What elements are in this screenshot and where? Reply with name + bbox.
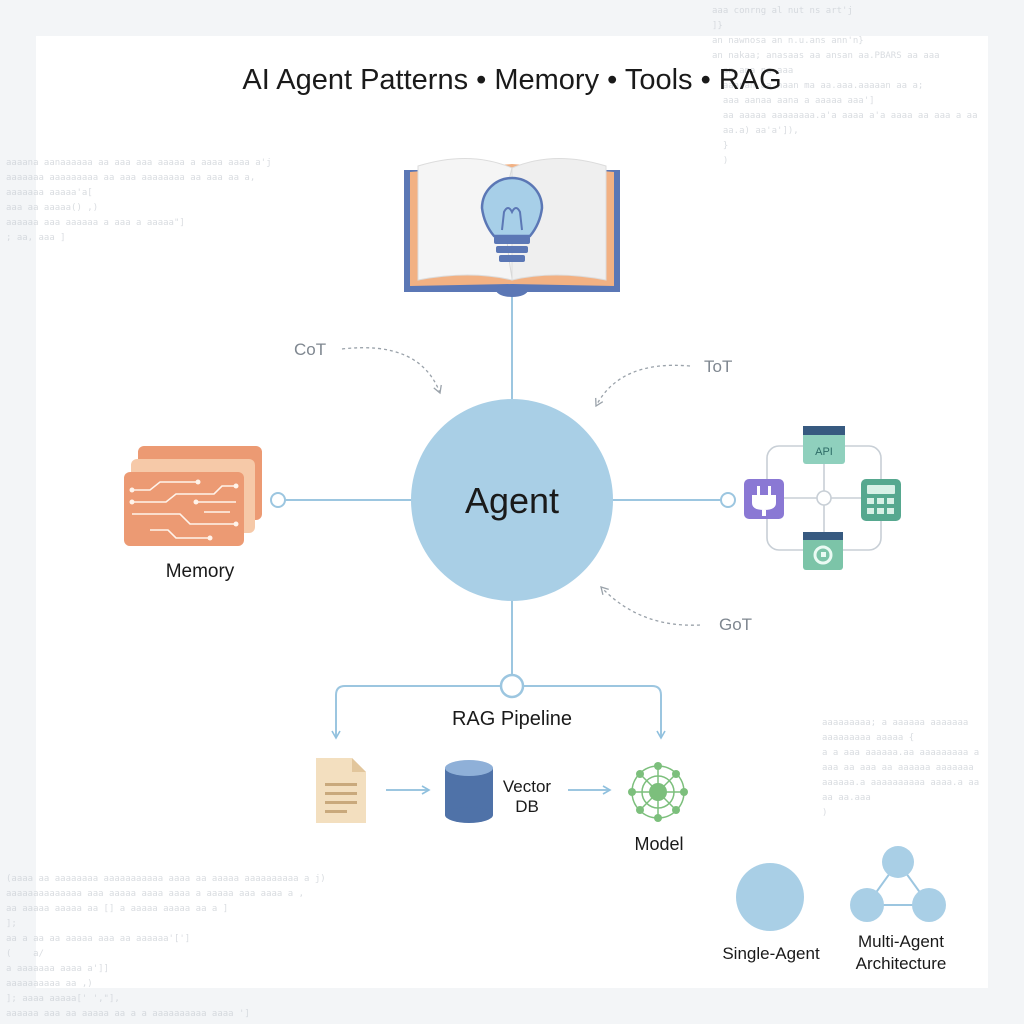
api-icon: API — [803, 426, 845, 464]
document-icon — [316, 758, 366, 823]
cot-label: CoT — [294, 340, 327, 359]
tools-network: API — [744, 426, 901, 570]
multi-agent-icon — [850, 846, 946, 922]
vector-db-icon — [445, 760, 493, 823]
single-agent-icon — [736, 863, 804, 931]
calculator-icon — [861, 479, 901, 521]
tools-connector-node — [720, 492, 736, 508]
vector-db-label-line2: DB — [515, 797, 539, 816]
background-code-top-right: aaa conrng al nut ns art'j ]} an nawnosa… — [712, 6, 978, 166]
memory-connector-node — [270, 492, 286, 508]
rag-connector-node — [499, 673, 525, 699]
thought-arrows — [341, 347, 701, 626]
agent-label: Agent — [464, 480, 560, 521]
model-icon — [628, 762, 688, 822]
got-label: GoT — [719, 615, 753, 634]
multi-agent-label-line2: Architecture — [855, 954, 947, 973]
search-tool-icon — [803, 532, 843, 570]
single-agent-label: Single-Agent — [722, 944, 820, 963]
rag-pipeline-label: RAG Pipeline — [451, 708, 573, 730]
background-code-top-left: aaaana aanaaaaaa aa aaa aaa aaaaa a aaaa… — [6, 158, 272, 243]
tot-label: ToT — [704, 357, 733, 376]
background-code-right: aaaaaaaaa; a aaaaaa aaaaaaa aaaaaaaaa aa… — [822, 718, 980, 818]
memory-icon — [124, 446, 262, 546]
model-label: Model — [634, 834, 684, 854]
page-title: AI Agent Patterns • Memory • Tools • RAG — [242, 64, 782, 96]
memory-label: Memory — [165, 561, 235, 582]
background-code-bottom-left: (aaaa aa aaaaaaaa aaaaaaaaaaa aaaa aa aa… — [6, 874, 326, 1019]
vector-db-label-line1: Vector — [502, 777, 552, 796]
connector-lines — [285, 296, 721, 795]
knowledge-book-icon — [404, 158, 620, 297]
multi-agent-label-line1: Multi-Agent — [858, 932, 944, 951]
api-label: API — [815, 446, 833, 458]
plug-icon — [744, 479, 784, 519]
agent-node — [411, 399, 613, 601]
